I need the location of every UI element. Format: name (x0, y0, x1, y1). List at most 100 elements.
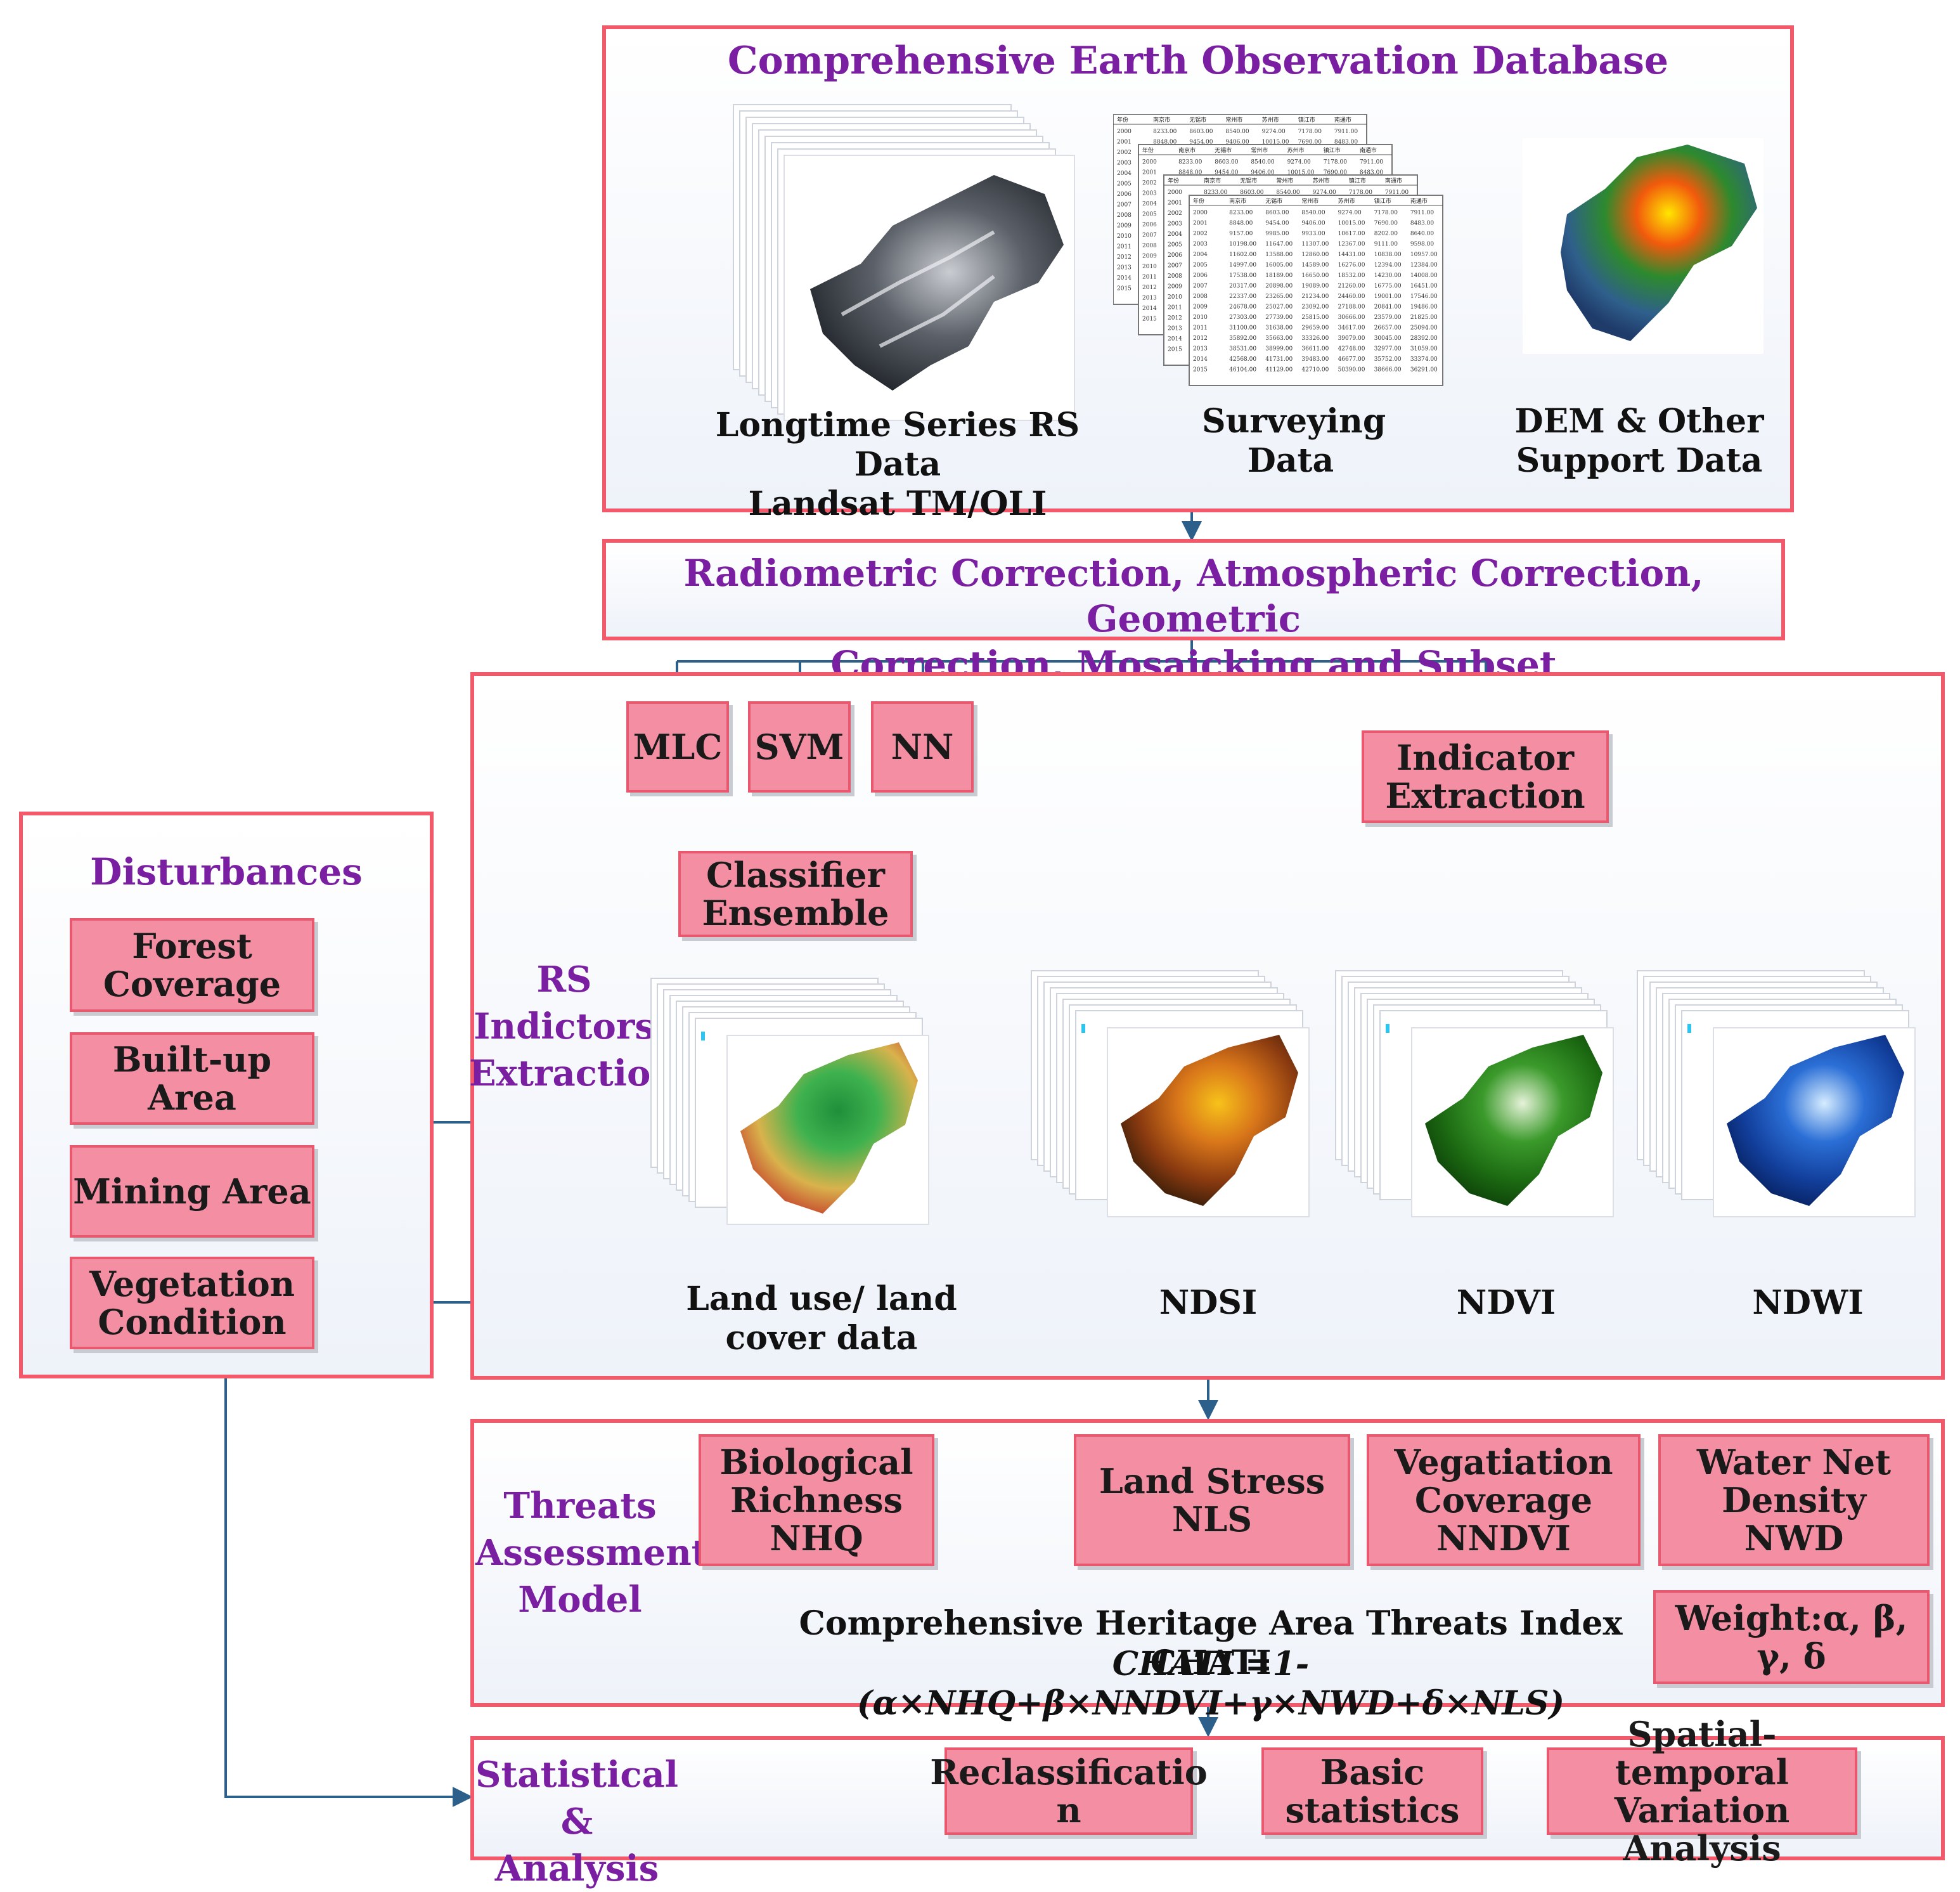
survey-table-cell: 2000 (1168, 190, 1182, 196)
survey-table-cell: 2010 (1142, 264, 1157, 270)
survey-table-cell: 8483.00 (1334, 139, 1358, 146)
classifier-ensemble-box: Classifier Ensemble (678, 851, 913, 937)
preprocessing-text: Radiometric Correction, Atmospheric Corr… (683, 552, 1704, 686)
survey-table-cell: 2007 (1117, 202, 1132, 209)
survey-table-cell: 36611.00 (1301, 346, 1329, 353)
survey-table-header: 年份 (1193, 197, 1204, 205)
survey-table-cell: 2003 (1117, 160, 1132, 167)
survey-table-cell: 38531.00 (1229, 346, 1256, 353)
survey-table-cell: 14230.00 (1374, 273, 1402, 279)
survey-table-cell: 2008 (1193, 294, 1208, 300)
survey-table-cell: 8233.00 (1204, 190, 1227, 196)
survey-table-cell: 32977.00 (1374, 346, 1402, 353)
chati-formula: CHATI =1- (α×NHQ+β×NNDVI+γ×NWD+δ×NLS) (856, 1645, 1565, 1723)
survey-table-cell: 2011 (1142, 275, 1157, 281)
survey-table-cell: 18189.00 (1265, 273, 1293, 279)
survey-table-cell: 8233.00 (1178, 159, 1202, 165)
landuse-image-stack (650, 978, 980, 1269)
survey-table-cell: 2003 (1142, 191, 1157, 197)
land-stress-box: Land Stress NLS (1074, 1434, 1350, 1566)
survey-table-cell: 10957.00 (1410, 252, 1438, 258)
survey-table-cell: 2000 (1142, 159, 1157, 165)
survey-table-cell: 2012 (1193, 335, 1208, 342)
survey-table-cell: 30045.00 (1374, 335, 1402, 342)
forest-coverage-box: Forest Coverage (70, 918, 314, 1012)
ndsi-caption: NDSI (1159, 1283, 1258, 1322)
survey-table-cell: 8483.00 (1360, 170, 1383, 176)
survey-table-cell: 2003 (1168, 221, 1182, 228)
survey-table-cell: 2006 (1142, 222, 1157, 228)
survey-table-header: 无锡市 (1265, 197, 1282, 205)
survey-table-cell: 9454.00 (1189, 139, 1213, 146)
survey-table-cell: 2001 (1117, 139, 1132, 146)
survey-table-cell: 7178.00 (1298, 129, 1322, 135)
survey-table-cell: 31638.00 (1265, 325, 1293, 332)
survey-table-cell: 23265.00 (1265, 294, 1293, 300)
survey-table-header: 南通市 (1334, 116, 1351, 124)
survey-table-cell: 2013 (1168, 326, 1182, 332)
survey-table-cell: 21825.00 (1410, 314, 1438, 321)
threats-label: Threats Assessment Model (475, 1485, 708, 1621)
survey-table-cell: 7178.00 (1374, 210, 1398, 216)
survey-table-cell: 2004 (1193, 252, 1208, 258)
survey-table-cell: 9274.00 (1313, 190, 1336, 196)
survey-table-cell: 9274.00 (1338, 210, 1362, 216)
survey-table-cell: 42568.00 (1229, 356, 1256, 363)
survey-table-cell: 2013 (1142, 295, 1157, 302)
survey-table-cell: 27739.00 (1265, 314, 1293, 321)
survey-table-cell: 8233.00 (1153, 129, 1177, 135)
survey-table-cell: 12367.00 (1338, 242, 1365, 248)
survey-table-cell: 8848.00 (1229, 221, 1253, 227)
svm-box: SVM (748, 701, 851, 793)
vegetation-condition-box: Vegetation Condition (70, 1257, 314, 1349)
survey-table-cell: 8540.00 (1301, 210, 1325, 216)
survey-table-cell: 11307.00 (1301, 242, 1329, 248)
survey-table-cell: 2009 (1117, 223, 1132, 230)
survey-table-cell: 7178.00 (1349, 190, 1372, 196)
survey-table-header: 南京市 (1204, 177, 1221, 185)
survey-table-cell: 34617.00 (1338, 325, 1365, 332)
survey-table-cell: 2006 (1168, 252, 1182, 259)
survey-table-cell: 2002 (1117, 150, 1132, 156)
indicator-extraction-box: Indicator Extraction (1362, 730, 1609, 823)
survey-table-header: 苏州市 (1313, 177, 1330, 185)
survey-table-cell: 2008 (1117, 212, 1132, 219)
analysis-label: Statistical & Analysis (475, 1754, 679, 1889)
survey-table-header: 南京市 (1153, 116, 1170, 124)
survey-table-cell: 14431.00 (1338, 252, 1365, 258)
survey-table-cell: 14997.00 (1229, 262, 1256, 269)
survey-table-cell: 16005.00 (1265, 262, 1293, 269)
survey-table-cell: 25094.00 (1410, 325, 1438, 332)
survey-table-header: 镇江市 (1349, 177, 1366, 185)
survey-table-cell: 17546.00 (1410, 294, 1438, 300)
basic-statistics-box: Basic statistics (1261, 1747, 1483, 1835)
arrow-preprocessing-split (677, 640, 1486, 663)
survey-table-cell: 2004 (1117, 171, 1132, 177)
survey-table-cell: 16451.00 (1410, 283, 1438, 290)
survey-table-cell: 7690.00 (1374, 221, 1398, 227)
survey-table-cell: 19089.00 (1301, 283, 1329, 290)
survey-table-cell: 2012 (1142, 285, 1157, 291)
survey-table-cell: 26657.00 (1374, 325, 1402, 332)
survey-table-cell: 2009 (1193, 304, 1208, 311)
survey-table-cell: 9406.00 (1301, 221, 1325, 227)
survey-table-header: 无锡市 (1240, 177, 1257, 185)
survey-table-cell: 12384.00 (1410, 262, 1438, 269)
ndsi-image-stack (1031, 970, 1360, 1262)
survey-table-cell: 46104.00 (1229, 367, 1256, 373)
survey-table-cell: 25027.00 (1265, 304, 1293, 311)
ndwi-caption: NDWI (1752, 1283, 1864, 1322)
survey-table-cell: 10617.00 (1338, 231, 1365, 237)
survey-table-cell: 25815.00 (1301, 314, 1329, 321)
survey-table-cell: 2010 (1117, 233, 1132, 240)
survey-table-cell: 9454.00 (1265, 221, 1289, 227)
survey-table-cell: 2014 (1193, 356, 1208, 363)
survey-table-cell: 9933.00 (1301, 231, 1325, 237)
survey-table-cell: 2006 (1193, 273, 1208, 279)
survey-table-cell: 9157.00 (1229, 231, 1253, 237)
index-map-image (1411, 1027, 1614, 1217)
survey-table-cell: 2014 (1168, 336, 1182, 342)
survey-table-cell: 28392.00 (1410, 335, 1438, 342)
survey-table-cell: 29659.00 (1301, 325, 1329, 332)
